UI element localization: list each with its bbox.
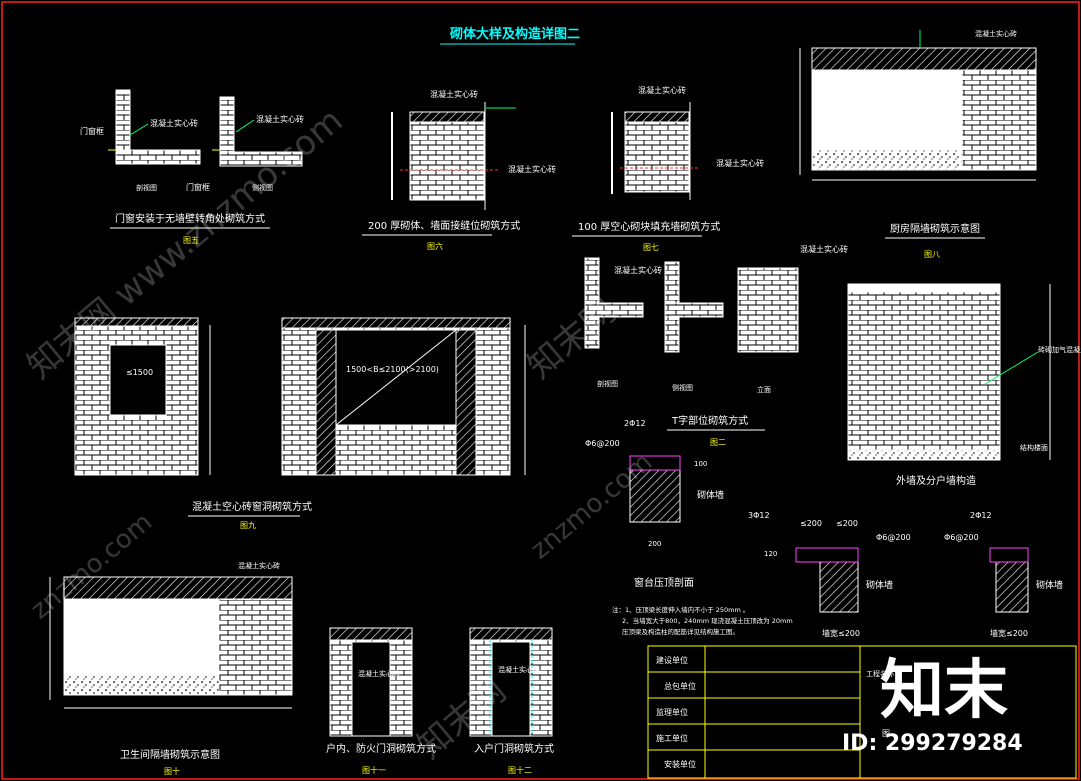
note-1: 注：1、压顶梁长度伸入墙内不小于 250mm 。 bbox=[612, 605, 749, 614]
svg-text:Φ6@200: Φ6@200 bbox=[585, 439, 620, 448]
svg-text:剖视图: 剖视图 bbox=[136, 183, 157, 192]
svg-text:工程名称: 工程名称 bbox=[866, 669, 894, 678]
fig11-fire-door: 混凝土实心砖 bbox=[329, 627, 413, 737]
svg-text:结构楼面: 结构楼面 bbox=[1020, 443, 1048, 452]
label-fig6: 图六 bbox=[427, 241, 443, 251]
fig7-hollow-block: 混凝土实心砖 混凝土实心砖 bbox=[611, 85, 764, 200]
svg-text:混凝土实心砖: 混凝土实心砖 bbox=[638, 85, 686, 95]
label-fig11: 图十一 bbox=[362, 765, 386, 775]
caption-external: 外墙及分户墙构造 bbox=[896, 474, 976, 487]
fig9-window-opening: ≤1500 1500<B≤2100(>2100) bbox=[74, 317, 526, 476]
svg-text:图: 图 bbox=[882, 729, 890, 738]
sill-coping-section: 2Φ12 Φ6@200 砌体墙 100 200 bbox=[585, 419, 724, 548]
svg-text:≤1500: ≤1500 bbox=[126, 368, 153, 377]
svg-text:混凝土实心砖: 混凝土实心砖 bbox=[150, 118, 198, 128]
svg-text:混凝土实心砖: 混凝土实心砖 bbox=[508, 164, 556, 174]
svg-text:知末网: 知末网 bbox=[520, 291, 624, 387]
svg-text:Φ6@200: Φ6@200 bbox=[944, 533, 979, 542]
svg-text:混凝土实心砖: 混凝土实心砖 bbox=[238, 561, 280, 570]
caption-fig12: 入户门洞砌筑方式 bbox=[474, 742, 554, 755]
label-fig8: 图八 bbox=[924, 250, 940, 259]
caption-fig5: 门窗安装于无墙壁转角处砌筑方式 bbox=[115, 212, 265, 225]
svg-text:安装单位: 安装单位 bbox=[664, 759, 696, 769]
caption-fig7: 100 厚空心砌块填充墙砌筑方式 bbox=[578, 220, 720, 233]
brand-logo: 知末 bbox=[880, 654, 1008, 728]
svg-text:2Φ12: 2Φ12 bbox=[624, 419, 646, 428]
svg-text:混凝土实心砖: 混凝土实心砖 bbox=[358, 669, 400, 678]
external-wall-detail: 砖砌加气混凝土 结构楼面 bbox=[847, 283, 1081, 461]
caption-fig10: 卫生间隔墙砌筑示意图 bbox=[120, 748, 220, 761]
svg-text:建设单位: 建设单位 bbox=[656, 655, 688, 665]
svg-text:混凝土实心砖: 混凝土实心砖 bbox=[800, 244, 848, 254]
fig12-entrance-door: 混凝土实心砖 bbox=[469, 627, 553, 737]
svg-text:混凝土实心砖: 混凝土实心砖 bbox=[430, 89, 478, 99]
fig8-kitchen-partition: 混凝土实心砖 bbox=[799, 29, 1037, 181]
caption-tjunction: T字部位砌筑方式 bbox=[671, 414, 748, 427]
svg-text:总包单位: 总包单位 bbox=[664, 681, 696, 691]
fig5-corner-detail: 混凝土实心砖 混凝土实心砖 门窗框 门窗框 剖视图 侧视图 bbox=[80, 89, 304, 192]
note-3: 压顶梁及构造柱的配筋详见结构施工图。 bbox=[622, 627, 739, 636]
svg-text:2Φ12: 2Φ12 bbox=[970, 511, 992, 520]
svg-text:1500<B≤2100(>2100): 1500<B≤2100(>2100) bbox=[346, 365, 439, 374]
svg-text:200: 200 bbox=[648, 540, 661, 548]
coping-right-detail: 2Φ12 Φ6@200 砌体墙 墙宽≤200 bbox=[944, 511, 1063, 638]
caption-fig6: 200 厚砌体、墙面接缝位砌筑方式 bbox=[368, 219, 520, 232]
svg-text:砌体墙: 砌体墙 bbox=[697, 489, 724, 501]
sheet-title: 砌体大样及构造详图二 bbox=[449, 26, 580, 42]
svg-text:墙宽≤200: 墙宽≤200 bbox=[990, 628, 1028, 638]
svg-text:侧视图: 侧视图 bbox=[252, 183, 273, 192]
svg-text:施工单位: 施工单位 bbox=[656, 733, 688, 743]
svg-text:≤200: ≤200 bbox=[800, 519, 822, 528]
svg-text:监理单位: 监理单位 bbox=[656, 707, 688, 717]
svg-text:Φ6@200: Φ6@200 bbox=[876, 533, 911, 542]
svg-text:砖砌加气混凝土: 砖砌加气混凝土 bbox=[1038, 345, 1081, 354]
caption-sill: 窗台压顶剖面 bbox=[634, 576, 694, 589]
coping-left-detail: 3Φ12 ≤200 ≤200 Φ6@200 120 砌体墙 墙宽≤200 bbox=[748, 511, 911, 638]
svg-text:门窗框: 门窗框 bbox=[80, 126, 104, 136]
svg-text:120: 120 bbox=[764, 550, 777, 558]
svg-text:3Φ12: 3Φ12 bbox=[748, 511, 770, 520]
svg-text:砌体墙: 砌体墙 bbox=[1036, 579, 1063, 591]
t-junction-detail: 混凝土实心砖 混凝土实心砖 剖视图 侧视图 立面 bbox=[584, 244, 848, 394]
brand-id: ID: 299279284 bbox=[842, 731, 1023, 756]
svg-text:混凝土实心砖: 混凝土实心砖 bbox=[256, 114, 304, 124]
svg-text:混凝土实心砖: 混凝土实心砖 bbox=[614, 265, 662, 275]
svg-text:混凝土实心砖: 混凝土实心砖 bbox=[975, 29, 1017, 38]
label-fig7: 图七 bbox=[643, 243, 659, 252]
label-fig2: 图二 bbox=[710, 438, 726, 447]
svg-text:混凝土实心砖: 混凝土实心砖 bbox=[716, 158, 764, 168]
note-2: 2、当墙宽大于800，240mm 现浇混凝土压顶改为 20mm bbox=[622, 616, 793, 625]
caption-fig11: 户内、防火门洞砌筑方式 bbox=[326, 742, 436, 755]
fig10-bathroom-partition: 混凝土实心砖 bbox=[49, 561, 293, 709]
svg-text:100: 100 bbox=[694, 460, 707, 468]
svg-text:立面: 立面 bbox=[757, 385, 771, 394]
fig6-wall-joint: 混凝土实心砖 混凝土实心砖 bbox=[391, 89, 556, 210]
svg-text:≤200: ≤200 bbox=[836, 519, 858, 528]
svg-text:门窗框: 门窗框 bbox=[186, 182, 210, 192]
label-fig9: 图九 bbox=[240, 521, 256, 530]
caption-fig8: 厨房隔墙砌筑示意图 bbox=[890, 222, 980, 235]
label-fig10: 图十 bbox=[164, 766, 180, 776]
title-block: 建设单位 总包单位 监理单位 施工单位 安装单位 工程名称 图 bbox=[647, 645, 1077, 779]
caption-fig9: 混凝土空心砖窗洞砌筑方式 bbox=[192, 500, 312, 513]
svg-text:剖视图: 剖视图 bbox=[597, 379, 618, 388]
svg-text:墙宽≤200: 墙宽≤200 bbox=[822, 628, 860, 638]
label-fig12: 图十二 bbox=[508, 765, 532, 775]
label-fig5: 图五 bbox=[183, 236, 199, 245]
svg-text:侧视图: 侧视图 bbox=[672, 383, 693, 392]
svg-text:混凝土实心砖: 混凝土实心砖 bbox=[498, 665, 540, 674]
svg-text:砌体墙: 砌体墙 bbox=[866, 579, 893, 591]
